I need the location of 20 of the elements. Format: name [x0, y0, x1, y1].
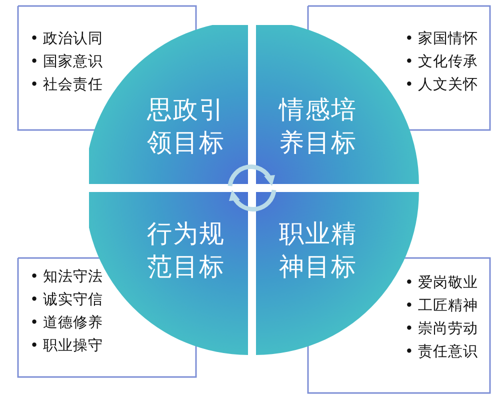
bullet-item: • 道德修养: [30, 314, 104, 333]
bullet-item: • 国家意识: [30, 52, 104, 72]
quadrant-shape: [256, 192, 419, 355]
bullet-item: • 人文关怀: [404, 76, 478, 95]
quadrant-title: 思政引领目标: [146, 94, 226, 159]
cycle-arrows-icon: [225, 162, 279, 214]
bullet-item: • 文化传承: [404, 53, 478, 72]
bullet-item: • 诚实守信: [30, 290, 104, 310]
bullet-item: • 社会责任: [30, 76, 104, 95]
bullet-item: • 责任意识: [404, 343, 478, 362]
bullet-item: • 政治认同: [30, 30, 104, 49]
quadrant-title: 职业精神目标: [278, 218, 358, 283]
bullet-item: • 职业操守: [30, 336, 104, 356]
quadrant-title: 行为规范目标: [146, 218, 226, 283]
bullet-item: • 崇尚劳动: [404, 320, 478, 339]
bullet-item: • 家国情怀: [404, 30, 478, 49]
quadrant-title: 情感培养目标: [278, 94, 358, 159]
bullet-item: • 爱岗敬业: [404, 274, 478, 293]
bullet-item: • 知法守法: [30, 268, 104, 287]
bullet-item: • 工匠精神: [404, 297, 478, 316]
